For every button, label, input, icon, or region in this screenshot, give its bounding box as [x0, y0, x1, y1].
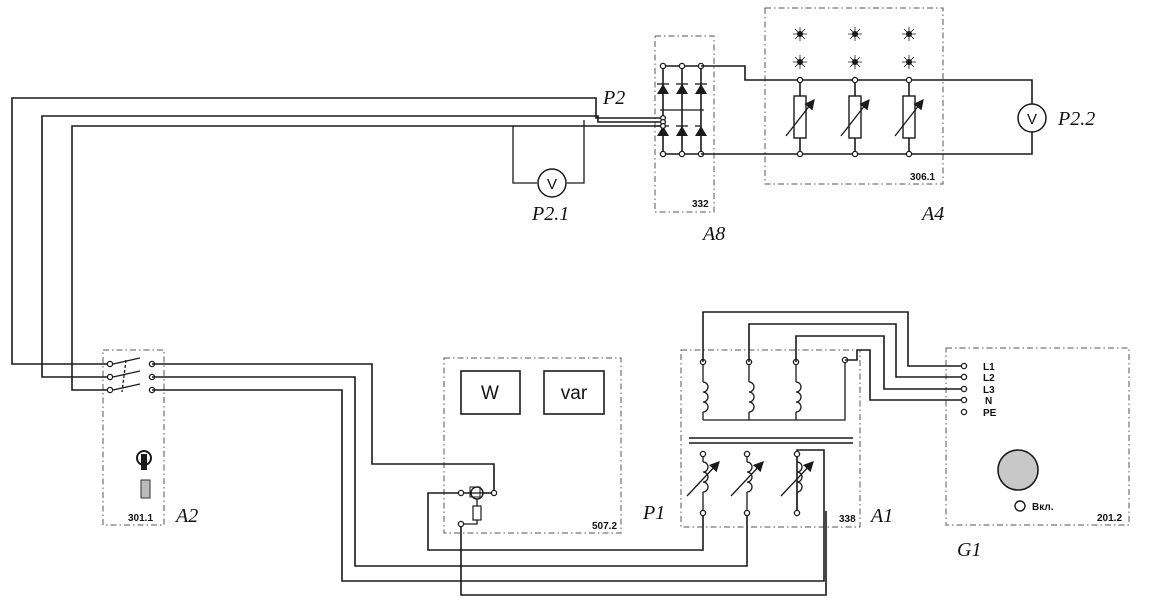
switch-output-wires [152, 363, 825, 582]
label-a1: A1 [869, 505, 893, 527]
power-knob-icon [997, 449, 1039, 491]
module-332-frame [654, 35, 715, 213]
dc-output-wires: V [701, 65, 1047, 155]
three-pole-switch [106, 357, 156, 394]
module-code-332: 332 [692, 199, 709, 210]
phase-label-l3: L3 [983, 385, 995, 396]
feed-wires-a2-a8 [11, 97, 660, 391]
label-p2: P2 [602, 87, 625, 109]
diode-icon [657, 83, 707, 94]
voltmeter-p2-1: V [512, 120, 585, 198]
label-a8: A8 [701, 223, 725, 245]
label-p2-1: P2.1 [531, 203, 569, 225]
supply-wires [702, 311, 963, 401]
module-306-1-frame [764, 7, 944, 185]
meter-module-507-2: W var [460, 370, 605, 415]
phase-label-l2: L2 [983, 373, 995, 384]
power-source-g1: L1 L2 L3 N PE Вкл. [960, 362, 1054, 513]
power-on-label: Вкл. [1032, 502, 1054, 513]
module-code-338: 338 [839, 514, 856, 525]
phase-label-pe: PE [983, 408, 997, 419]
transformer-338 [686, 356, 853, 517]
label-g1: G1 [957, 539, 981, 561]
label-p1: P1 [642, 502, 665, 524]
module-507-2-frame [443, 357, 622, 534]
current-sensor [427, 486, 827, 596]
label-a4: A4 [920, 203, 944, 225]
rectifier-bridge [657, 62, 707, 158]
label-p2-2: P2.2 [1057, 108, 1095, 130]
module-301-1-frame [102, 349, 165, 526]
module-code-201-2: 201.2 [1097, 513, 1122, 524]
power-indicator-icon [1014, 500, 1026, 512]
watt-label: W [481, 383, 499, 404]
rheostats [785, 76, 924, 158]
var-label: var [561, 383, 588, 404]
module-code-507-2: 507.2 [592, 521, 617, 532]
voltmeter-p2-2-symbol: V [1027, 111, 1037, 128]
lamp-icons [793, 27, 916, 69]
phase-label-l1: L1 [983, 362, 995, 373]
label-a2: A2 [174, 505, 198, 527]
toggle-switch-icon [136, 450, 152, 499]
phase-label-n: N [985, 396, 992, 407]
module-201-2-frame [945, 347, 1130, 526]
module-code-301-1: 301.1 [128, 513, 153, 524]
module-code-306-1: 306.1 [910, 172, 935, 183]
module-338-frame [680, 349, 861, 528]
voltmeter-p2-1-symbol: V [547, 176, 557, 193]
